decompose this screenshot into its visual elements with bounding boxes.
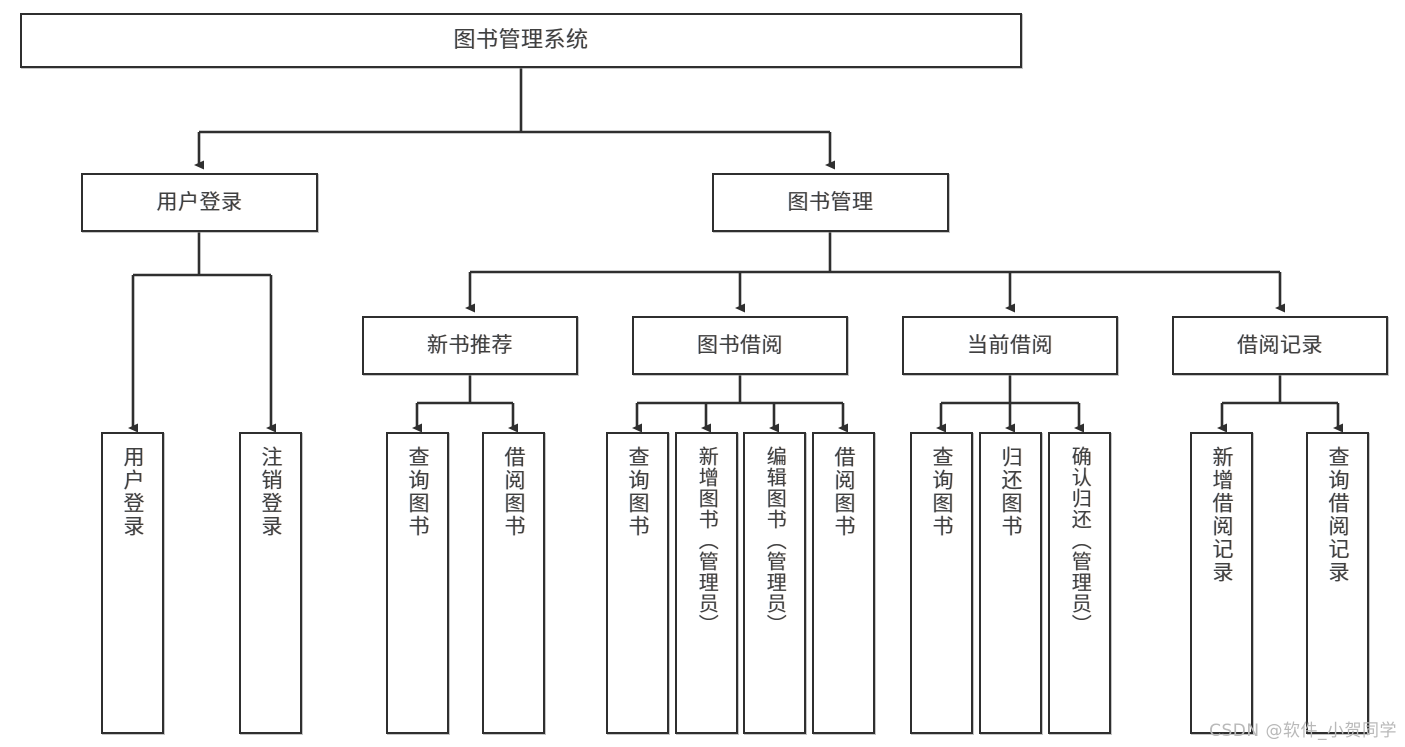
node-new-book-recommend[interactable]: 新书推荐 <box>362 316 578 375</box>
node-label: 图书管理 <box>787 190 874 215</box>
leaf-book-borrow-borrow[interactable]: 借阅图书 <box>812 432 875 734</box>
node-label: 图书借阅 <box>697 333 783 358</box>
leaf-book-borrow-edit[interactable]: 编辑图书（管理员） <box>743 432 806 734</box>
leaf-user-login-login[interactable]: 用户登录 <box>101 432 164 734</box>
node-current-borrow[interactable]: 当前借阅 <box>902 316 1118 375</box>
leaf-current-borrow-query[interactable]: 查询图书 <box>910 432 973 734</box>
node-borrow-record[interactable]: 借阅记录 <box>1172 316 1388 375</box>
node-label: 新增借阅记录 <box>1209 446 1234 584</box>
leaf-book-borrow-query[interactable]: 查询图书 <box>606 432 669 734</box>
node-label: 图书管理系统 <box>453 27 589 53</box>
node-label: 当前借阅 <box>967 333 1053 358</box>
leaf-new-book-query[interactable]: 查询图书 <box>386 432 449 734</box>
leaf-borrow-record-query[interactable]: 查询借阅记录 <box>1306 432 1369 734</box>
leaf-borrow-record-add[interactable]: 新增借阅记录 <box>1190 432 1253 734</box>
node-label: 归还图书 <box>998 446 1023 538</box>
node-label: 查询图书 <box>405 446 430 538</box>
leaf-current-borrow-confirm[interactable]: 确认归还（管理员） <box>1048 432 1111 734</box>
node-label: 借阅记录 <box>1237 333 1323 358</box>
node-user-login[interactable]: 用户登录 <box>81 173 318 232</box>
node-label: 确认归还（管理员） <box>1068 446 1093 635</box>
leaf-current-borrow-return[interactable]: 归还图书 <box>979 432 1042 734</box>
node-label: 查询图书 <box>929 446 954 538</box>
node-book-borrow[interactable]: 图书借阅 <box>632 316 848 375</box>
node-label: 编辑图书（管理员） <box>763 446 788 635</box>
node-label: 注销登录 <box>258 446 283 538</box>
node-label: 借阅图书 <box>831 446 856 538</box>
node-label: 查询图书 <box>625 446 650 538</box>
leaf-user-login-logout[interactable]: 注销登录 <box>239 432 302 734</box>
node-label: 借阅图书 <box>501 446 526 538</box>
node-label: 用户登录 <box>156 190 243 215</box>
csdn-watermark: CSDN @软件_小贺同学 <box>1209 721 1397 741</box>
node-label: 新书推荐 <box>427 333 513 358</box>
node-label: 查询借阅记录 <box>1325 446 1350 584</box>
leaf-book-borrow-add[interactable]: 新增图书（管理员） <box>675 432 738 734</box>
node-label: 新增图书（管理员） <box>695 446 720 635</box>
node-book-management[interactable]: 图书管理 <box>712 173 949 232</box>
node-label: 用户登录 <box>120 446 145 538</box>
leaf-new-book-borrow[interactable]: 借阅图书 <box>482 432 545 734</box>
node-root-system[interactable]: 图书管理系统 <box>20 13 1022 68</box>
